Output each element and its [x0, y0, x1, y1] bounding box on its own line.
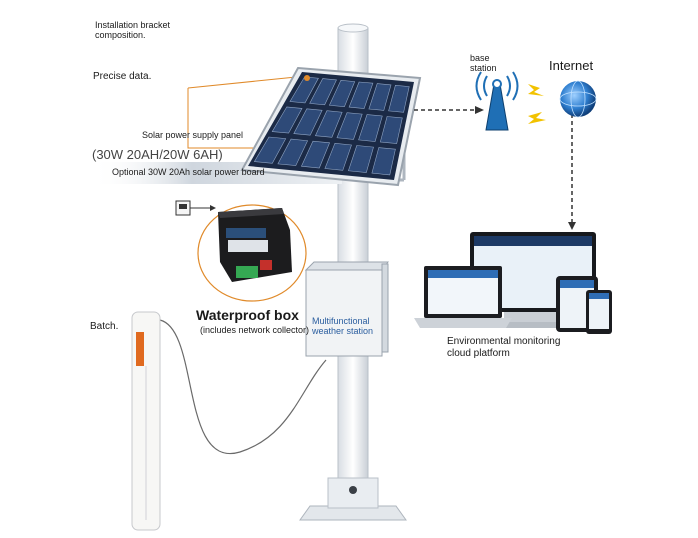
optional-label: Optional 30W 20Ah solar power board [112, 167, 265, 177]
internet-label: Internet [549, 58, 594, 73]
solar-cell [300, 140, 331, 169]
waterproof-box-icon [304, 261, 389, 357]
solar-cell [289, 76, 319, 104]
solar-cell [271, 106, 303, 134]
solar-cell [358, 114, 383, 142]
platform-label-line1: Environmental monitoring [447, 336, 561, 347]
weather-station-label: Multifunctional weather station [312, 316, 373, 337]
leader-lines [187, 75, 307, 149]
solar-panel-label: Solar power supply panel [142, 130, 244, 140]
solar-cell [314, 110, 343, 138]
precise-label: Precise data. [93, 71, 152, 82]
weather-label-line2: weather station [312, 326, 374, 337]
bracket-label-line2: composition. [95, 30, 146, 41]
base-station-label: base station [470, 53, 497, 74]
base-station-icon [475, 71, 519, 131]
solar-cell [309, 78, 337, 106]
network-label: (includes network collector) [200, 325, 310, 335]
solar-cell [371, 147, 396, 176]
bracket-label-line1: Installation bracket [95, 20, 171, 30]
weather-label-line1: Multifunctional [312, 316, 370, 326]
solar-cell [379, 116, 403, 144]
solar-cell [324, 142, 352, 171]
network-collector-icon [175, 200, 307, 302]
solar-cell [388, 84, 410, 113]
laptop-icon [414, 266, 512, 328]
solar-cell [348, 81, 374, 109]
solar-cell [347, 145, 374, 173]
solar-panel-icon [240, 66, 422, 187]
base-label-line2: station [470, 63, 497, 74]
sensor-probe-icon [131, 311, 161, 531]
bracket-label: Installation bracket composition. [95, 20, 170, 41]
solar-cell [368, 83, 392, 111]
base-label-line1: base [470, 53, 490, 63]
sensor-cable [159, 319, 327, 455]
network-links [414, 109, 573, 224]
solar-cell [328, 79, 356, 108]
spec-label: (30W 20AH/20W 6AH) [92, 147, 223, 162]
solar-cell [253, 136, 287, 164]
solar-cell [293, 108, 323, 136]
batch-label: Batch. [90, 321, 119, 332]
solar-cell [277, 138, 309, 166]
platform-label-line2: cloud platform [447, 347, 510, 359]
solar-cell [336, 112, 363, 140]
globe-icon [559, 80, 597, 118]
link-arrow [475, 106, 484, 114]
lightning-icon [528, 84, 546, 124]
down-arrow [568, 222, 576, 230]
waterproof-label: Waterproof box [196, 307, 299, 323]
platform-label: Environmental monitoring cloud platform [447, 336, 560, 359]
phone-icon [586, 290, 612, 334]
